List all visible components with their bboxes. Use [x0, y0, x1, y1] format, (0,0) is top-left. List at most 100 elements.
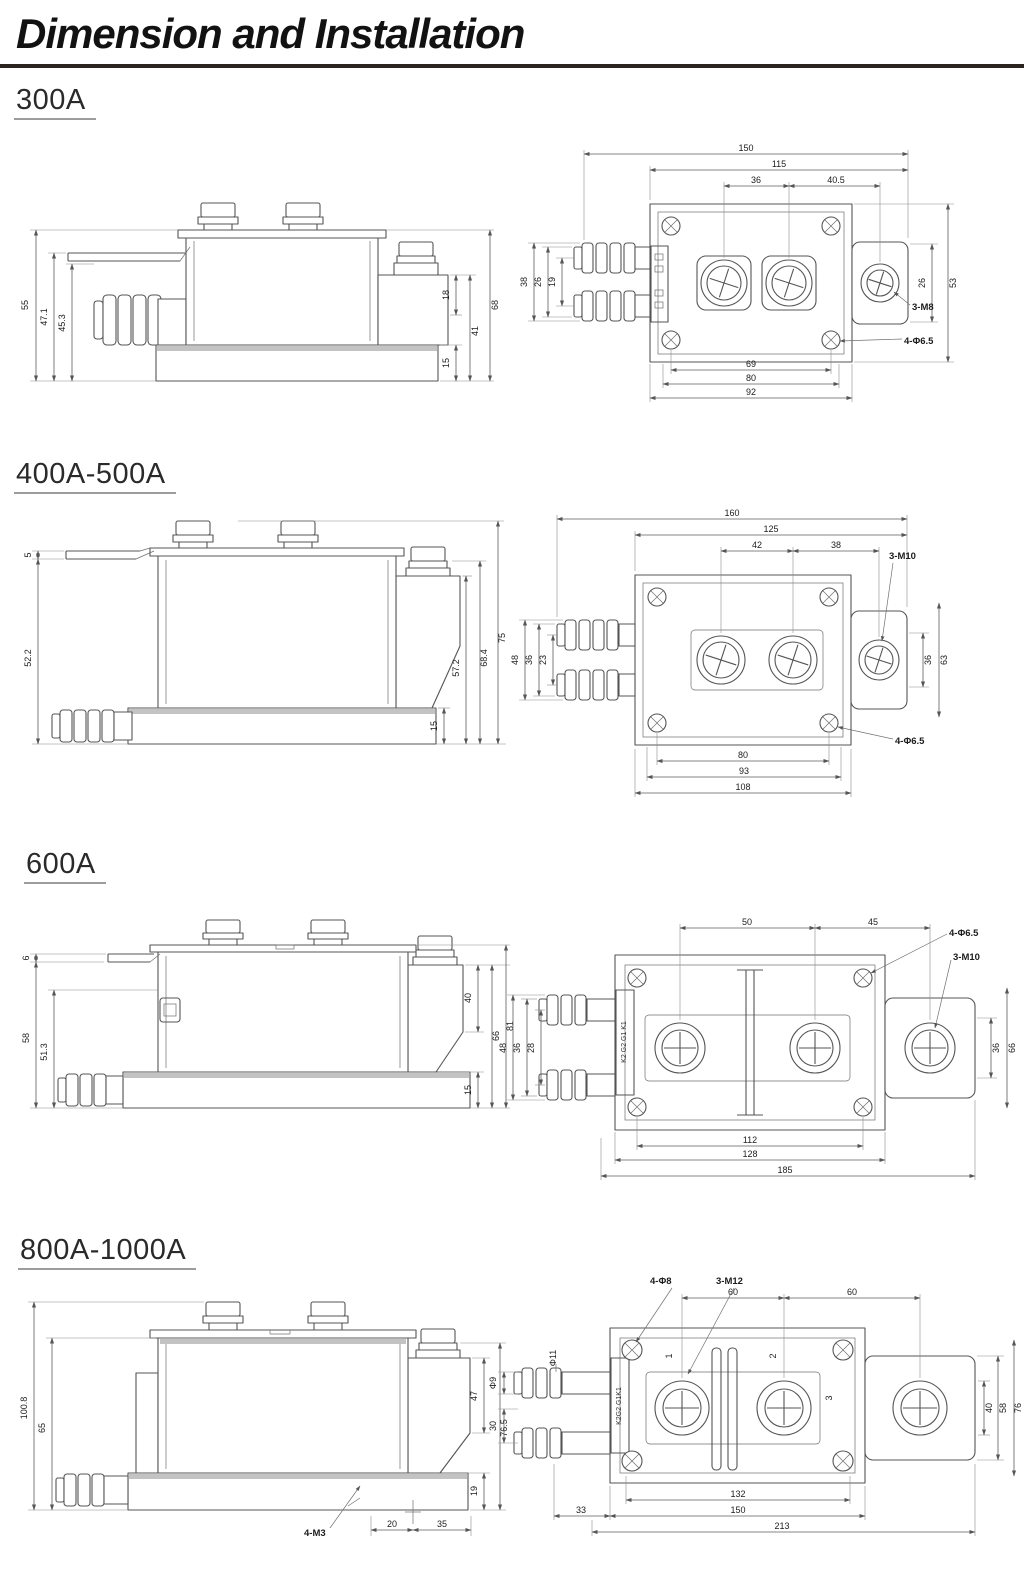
- dim-label: 58: [21, 1033, 31, 1043]
- dim-label: 65: [37, 1423, 47, 1433]
- dimension-lines: 50 45 4-Φ6.5 3-M10 48 36 28 36 66 112 12…: [498, 917, 1017, 1180]
- title-underline: [0, 64, 1024, 68]
- dim-label: 185: [777, 1165, 792, 1175]
- drawing-300a-top-view: 150 115 36 40.5 38 26 19 26 53 69 80 92 …: [519, 143, 958, 402]
- dim-label: Φ9: [488, 1377, 498, 1389]
- thread-size-label: 4-M3: [304, 1528, 326, 1539]
- dim-label: 92: [746, 387, 756, 397]
- dim-label: 38: [831, 540, 841, 550]
- drawing-600a-side-view: 6 58 51.3 40 15 66 81: [21, 919, 515, 1109]
- dim-label: 108: [735, 782, 750, 792]
- module-outline: [57, 944, 471, 1109]
- hose-fittings: [573, 242, 651, 322]
- dim-label: 76: [1013, 1403, 1023, 1413]
- hole-size-label: 4-Φ6.5: [949, 928, 979, 939]
- drawing-300a-side-view: 55 47.1 45.3 18 41 15 68: [20, 202, 500, 382]
- dim-label: 6: [21, 955, 31, 960]
- dim-label: 125: [763, 524, 778, 534]
- dim-label: 20: [387, 1519, 397, 1529]
- drawing-400a-side-view: 5 52.2 15 57.2 68.4 75: [23, 520, 507, 745]
- dim-label: 48: [498, 1043, 508, 1053]
- drawing-400a-top-view: 160 125 42 38 48 36 23 36 63 80 93 108 3…: [510, 508, 949, 797]
- gate-connector: [650, 245, 669, 323]
- mounting-holes: [647, 587, 839, 733]
- dim-label: 40: [463, 993, 473, 1003]
- dimension-lines: 6 58 51.3 40 15 66 81: [21, 944, 515, 1109]
- dim-label: 50: [742, 917, 752, 927]
- dim-label: 68: [490, 300, 500, 310]
- dim-label: 18: [441, 290, 451, 300]
- dim-label: 33: [576, 1505, 586, 1515]
- module-outline: [55, 1329, 471, 1511]
- dim-label: 36: [923, 655, 933, 665]
- dim-label: 150: [730, 1505, 745, 1515]
- hole-size-label: 4-Φ8: [650, 1276, 672, 1287]
- mounting-holes: [627, 968, 873, 1117]
- dim-label: 45.3: [57, 314, 67, 332]
- terminal-screws: [696, 635, 900, 685]
- section-heading-600a: 600A: [24, 848, 106, 884]
- dim-label: 19: [469, 1486, 479, 1496]
- dim-label: 75: [497, 633, 507, 643]
- terminal-marking-text: K2G2 G1K1: [616, 1387, 623, 1425]
- dim-label: 23: [538, 655, 548, 665]
- dim-label: 28: [526, 1043, 536, 1053]
- section-heading-400a-500a: 400A-500A: [14, 458, 176, 494]
- dim-label: 15: [429, 721, 439, 731]
- dim-label: 100.8: [19, 1397, 29, 1420]
- dim-label: 150: [738, 143, 753, 153]
- thread-size-label: 3-M10: [953, 952, 980, 963]
- dim-label: 41: [470, 326, 480, 336]
- dim-label: 5: [23, 552, 33, 557]
- dim-label: 26: [533, 277, 543, 287]
- dim-label: 26: [917, 278, 927, 288]
- module-outline: [51, 547, 461, 745]
- terminal-bolts: [197, 202, 449, 346]
- dim-label: 19: [547, 277, 557, 287]
- dim-label: 53: [948, 278, 958, 288]
- hose-fittings: [538, 994, 616, 1101]
- dim-label: 55: [20, 300, 30, 310]
- dim-label: 80: [738, 750, 748, 760]
- gate-terminal-strip: K2G2 G1K1: [610, 1357, 630, 1454]
- dim-label: 36: [751, 175, 761, 185]
- terminal-bolts: [202, 1301, 461, 1359]
- dimension-lines: 160 125 42 38 48 36 23 36 63 80 93 108 3…: [510, 508, 949, 797]
- dim-label: 30: [488, 1421, 498, 1431]
- dim-label: 160: [724, 508, 739, 518]
- dim-label: 60: [728, 1287, 738, 1297]
- terminal-number-labels: 1 2 3: [664, 1353, 834, 1400]
- terminal-number: 2: [768, 1353, 778, 1358]
- hole-size-label: 4-Φ6.5: [895, 736, 925, 747]
- drawing-800a-side-view: 100.8 65 47 19 76.5 4-M3 20 35: [19, 1301, 509, 1539]
- terminal-screws: [696, 255, 900, 311]
- dim-label: Φ11: [548, 1350, 558, 1367]
- dim-label: 58: [998, 1403, 1008, 1413]
- dim-label: 93: [739, 766, 749, 776]
- dim-label: 45: [868, 917, 878, 927]
- dim-label: 63: [939, 655, 949, 665]
- dim-label: 15: [441, 358, 451, 368]
- dim-label: 69: [746, 359, 756, 369]
- dim-label: 40: [984, 1403, 994, 1413]
- dimension-lines: 5 52.2 15 57.2 68.4 75: [23, 520, 507, 745]
- dim-label: 35: [437, 1519, 447, 1529]
- dim-label: 42: [752, 540, 762, 550]
- dim-label: 81: [505, 1021, 515, 1031]
- dim-label: 51.3: [39, 1043, 49, 1061]
- drawing-800a-top-view: K2G2 G1K1 1 2 3 60 60 4-Φ8 3-M12: [488, 1276, 1023, 1536]
- module-outline: [609, 1327, 976, 1484]
- thread-size-label: 3-M8: [912, 302, 934, 313]
- dimension-lines: 150 115 36 40.5 38 26 19 26 53 69 80 92 …: [519, 143, 958, 402]
- dim-label: 48: [510, 655, 520, 665]
- gate-terminal-strip: K2 G2 G1 K1: [615, 989, 635, 1096]
- dimension-lines: 55 47.1 45.3 18 41 15 68: [20, 229, 500, 382]
- page-title: Dimension and Installation: [16, 10, 525, 57]
- dim-label: 80: [746, 373, 756, 383]
- thread-size-label: 3-M10: [889, 551, 916, 562]
- dim-label: 60: [847, 1287, 857, 1297]
- dim-label: 128: [742, 1149, 757, 1159]
- dim-label: 38: [519, 277, 529, 287]
- dim-label: 36: [512, 1043, 522, 1053]
- dimension-lines: 60 60 4-Φ8 3-M12 Φ9 Φ11 30 40 58 76 132 …: [488, 1276, 1023, 1536]
